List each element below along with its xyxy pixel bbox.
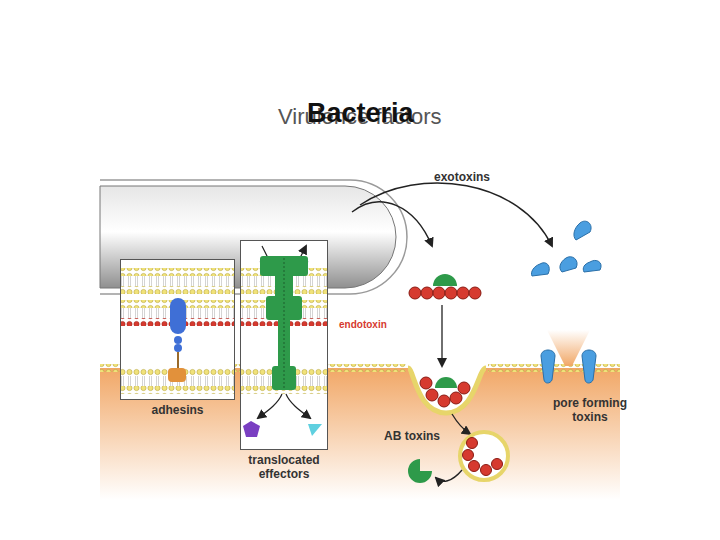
free-toxin [560, 257, 577, 272]
binding-arrow [441, 305, 442, 366]
free-toxin [531, 263, 549, 276]
endocytosis-arrow [452, 414, 470, 434]
pore-toxin [541, 350, 555, 383]
effector-inset-box: translocated effectors [240, 240, 328, 450]
inset-label: adhesins [123, 403, 233, 417]
exotoxin-label: exotoxins [434, 171, 490, 185]
endotoxin-label: endotoxin [339, 319, 387, 331]
secretion-arrow [360, 183, 552, 246]
capsule-outline [100, 180, 407, 294]
inset-label: translocated effectors [234, 453, 334, 482]
free-toxin [583, 260, 601, 272]
ab-toxin-label: AB toxins [384, 430, 440, 444]
adhesin-inset [120, 259, 235, 400]
host-cell [100, 368, 620, 500]
a-subunit [408, 459, 432, 483]
secretion-system-inset [240, 240, 328, 450]
secretion-arrow [352, 202, 432, 246]
adhesin-inset-box: adhesins [120, 259, 235, 400]
slide-title: Bacteria [307, 98, 414, 129]
pore-toxin [582, 350, 596, 383]
bacterium-body [100, 186, 396, 288]
endosome [460, 432, 508, 480]
free-toxin [574, 221, 591, 240]
release-arrow [436, 470, 462, 481]
ab-toxin [409, 274, 481, 299]
pore-toxin-label: pore forming toxins [550, 397, 630, 425]
ab-toxin-bound [420, 377, 470, 407]
